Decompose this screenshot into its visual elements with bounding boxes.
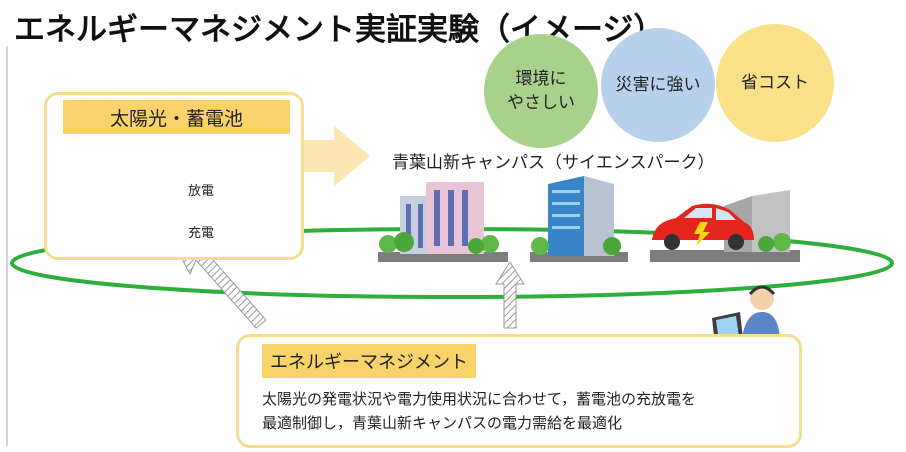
arrow-right	[284, 126, 370, 186]
campus-label: 青葉山新キャンパス（サイエンスパーク）	[392, 153, 715, 173]
building-icon-2	[530, 176, 628, 262]
benefit-disaster-circle: 災害に強い	[601, 28, 715, 142]
benefit-eco-circle: 環境にやさしい	[484, 34, 598, 148]
energy-management-desc-line2: 最適制御し，青葉山新キャンパスの電力需給を最適化	[262, 414, 623, 432]
benefit-cost-circle: 省コスト	[716, 24, 834, 142]
solar-battery-label: 太陽光・蓄電池	[63, 100, 290, 134]
energy-management-desc-line1: 太陽光の発電状況や電力使用状況に合わせて，蓄電池の充放電を	[262, 390, 696, 408]
frame-left-border	[6, 46, 8, 446]
energy-management-label: エネルギーマネジメント	[262, 344, 476, 378]
charge-label: 充電	[188, 226, 215, 241]
benefit-eco-line2: やさしい	[507, 93, 575, 113]
discharge-label: 放電	[188, 184, 215, 199]
arrow-up-center	[495, 261, 525, 329]
benefit-eco-line1: 環境に	[515, 69, 567, 89]
building-icon-1	[378, 182, 508, 262]
benefit-cost-label: 省コスト	[741, 73, 809, 93]
electric-car-icon	[650, 190, 800, 262]
benefit-disaster-label: 災害に強い	[615, 75, 701, 95]
